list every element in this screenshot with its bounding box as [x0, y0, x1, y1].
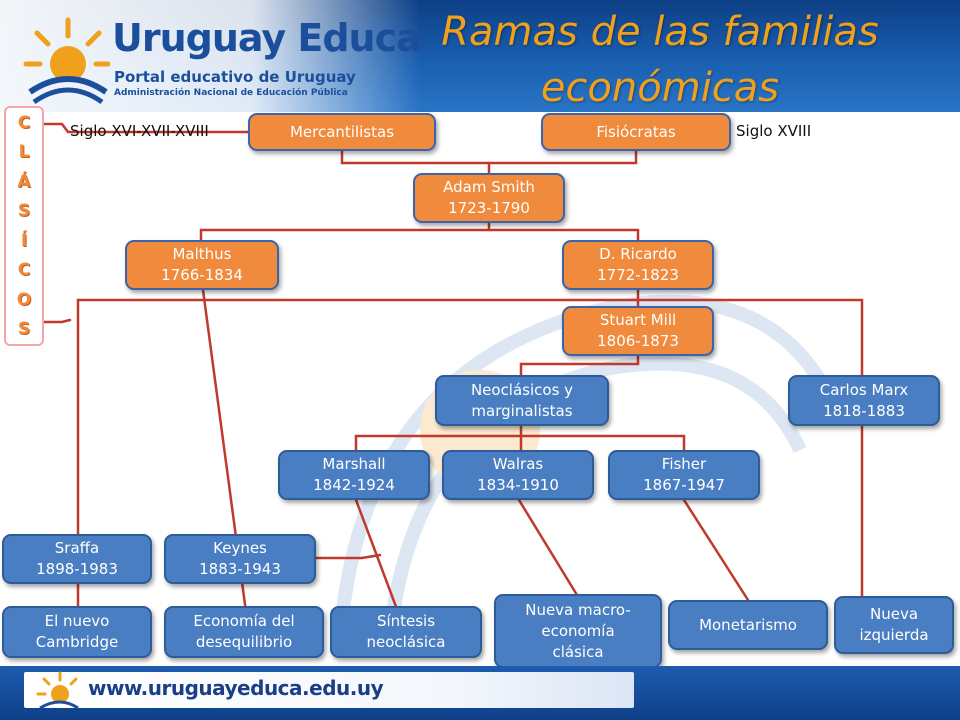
node-adam-smith: Adam Smith 1723-1790 [413, 173, 565, 223]
node-fisher: Fisher 1867-1947 [608, 450, 760, 500]
node-line-1: Nueva macro- [525, 600, 631, 619]
period-label-right: Siglo XVIII [736, 122, 812, 140]
node-years: 1772-1823 [597, 266, 679, 284]
logo-subtitle: Portal educativo de Uruguay [114, 68, 356, 86]
node-label: Monetarismo [699, 615, 797, 634]
uruguay-educa-logo: Uruguay Educa Portal educativo de Urugua… [20, 6, 422, 106]
node-years: 1867-1947 [643, 476, 725, 494]
node-name: D. Ricardo [599, 245, 677, 263]
clasicos-letter: L [18, 142, 30, 163]
logo-tagline: Administración Nacional de Educación Púb… [114, 88, 348, 98]
node-name: Sraffa [54, 539, 100, 557]
node-malthus: Malthus 1766-1834 [125, 240, 279, 290]
node-line-1: El nuevo [44, 612, 110, 630]
node-line-1: Nueva [869, 605, 919, 623]
node-line-2: izquierda [859, 626, 929, 644]
node-years: 1818-1883 [823, 401, 905, 420]
node-carlos-marx: Carlos Marx 1818-1883 [788, 375, 940, 426]
node-name: Stuart Mill [599, 311, 677, 329]
node-name: Keynes [213, 539, 267, 557]
node-keynes: Keynes 1883-1943 [164, 534, 316, 584]
logo-title: Uruguay Educa [112, 16, 422, 60]
node-years: 1806-1873 [597, 332, 679, 350]
node-economia-desequilibrio: Economía del desequilibrio [164, 606, 324, 658]
node-name: Adam Smith [443, 178, 535, 196]
node-line-2: economía [541, 621, 615, 640]
node-nuevo-cambridge: El nuevo Cambridge [2, 606, 152, 658]
node-walras: Walras 1834-1910 [442, 450, 594, 500]
clasicos-letter: S [17, 319, 31, 340]
node-fisiocratas: Fisiócratas [541, 113, 731, 151]
node-name: Marshall [322, 455, 386, 473]
node-neoclasicos: Neoclásicos y marginalistas [435, 375, 609, 426]
sun-logo-icon [23, 17, 110, 105]
node-years: 1766-1834 [161, 266, 243, 284]
node-name: Malthus [172, 245, 232, 263]
clasicos-letter: O [16, 289, 32, 310]
node-name: Walras [492, 455, 544, 473]
node-label: Mercantilistas [289, 122, 395, 141]
clasicos-label: C L Á S Í C O S [4, 106, 44, 346]
clasicos-letter: S [17, 201, 31, 222]
node-line-2: neoclásica [366, 633, 446, 651]
node-line-1: Economía del [193, 612, 295, 630]
node-sraffa: Sraffa 1898-1983 [2, 534, 152, 584]
node-line-1: Síntesis [376, 612, 436, 630]
node-years: 1834-1910 [477, 476, 559, 494]
node-nueva-izquierda: Nueva izquierda [834, 596, 954, 654]
node-line-2: marginalistas [471, 401, 573, 420]
clasicos-letter: C [17, 112, 31, 133]
node-line-3: clásica [552, 642, 604, 661]
footer-url-bar [24, 672, 634, 708]
node-ricardo: D. Ricardo 1772-1823 [562, 240, 714, 290]
footer-sun-icon [36, 671, 79, 710]
period-label-left: Siglo XVI-XVII-XVIII [70, 122, 209, 140]
node-name: Carlos Marx [819, 380, 909, 399]
node-years: 1898-1983 [36, 560, 118, 578]
slide-title: Ramas de las familias económicas [441, 9, 879, 111]
node-line-2: Cambridge [35, 633, 119, 651]
clasicos-letter: Á [17, 171, 31, 192]
footer-url[interactable]: www.uruguayeduca.edu.uy [88, 676, 384, 700]
node-monetarismo: Monetarismo [668, 600, 828, 650]
clasicos-letter: C [17, 260, 31, 281]
node-years: 1883-1943 [199, 560, 281, 578]
node-nueva-macroeconomia: Nueva macro- economía clásica [494, 594, 662, 668]
node-line-1: Neoclásicos y [470, 380, 574, 399]
node-stuart-mill: Stuart Mill 1806-1873 [562, 306, 714, 356]
clasicos-letter: Í [20, 230, 28, 251]
node-mercantilistas: Mercantilistas [248, 113, 436, 151]
node-label: Fisiócratas [596, 122, 676, 141]
node-line-2: desequilibrio [195, 633, 293, 651]
node-sintesis-neoclasica: Síntesis neoclásica [330, 606, 482, 658]
node-years: 1842-1924 [313, 476, 395, 494]
node-marshall: Marshall 1842-1924 [278, 450, 430, 500]
node-years: 1723-1790 [448, 199, 530, 217]
node-name: Fisher [661, 455, 707, 473]
